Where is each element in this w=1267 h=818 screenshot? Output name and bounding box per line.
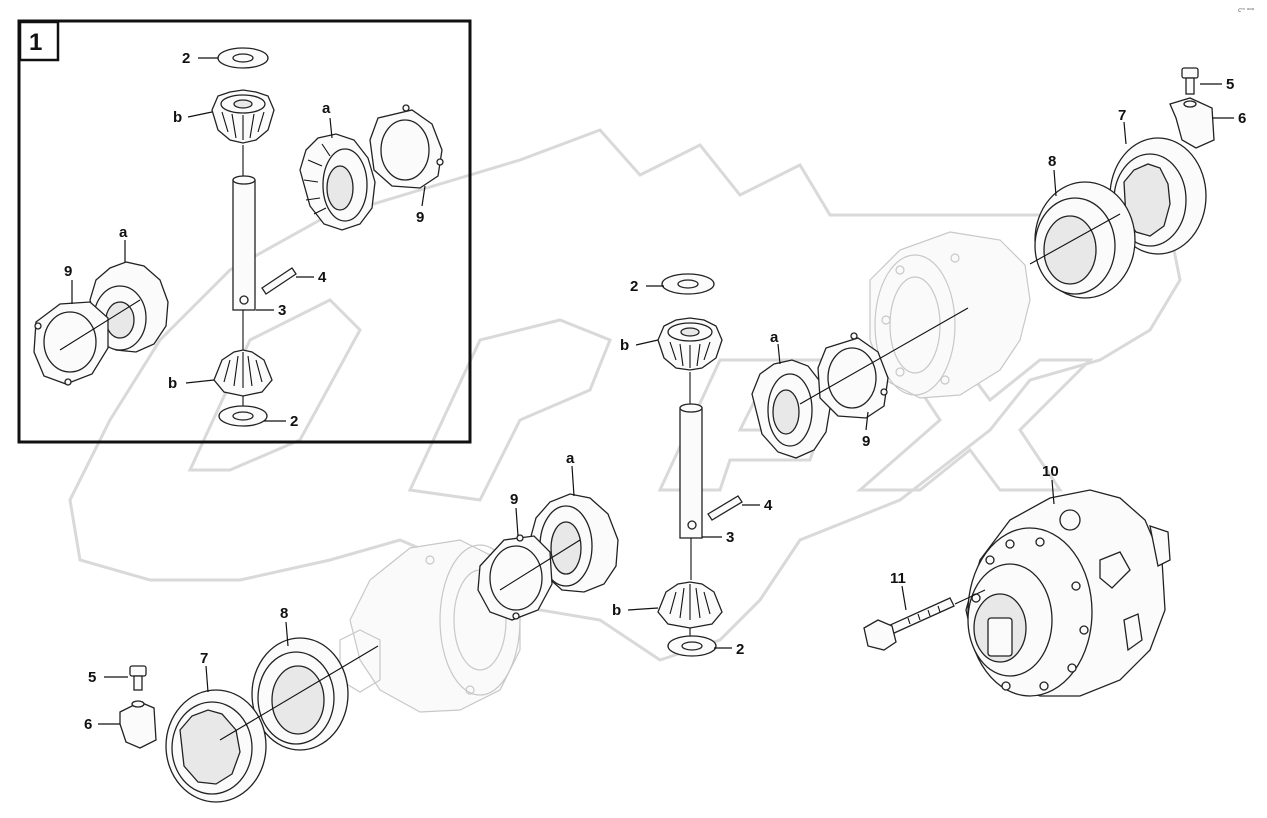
- inset-pinion-gear-bottom: [213, 349, 273, 410]
- adjuster-lock-bolt-left: [129, 665, 147, 691]
- inset-thrust-ring-right: [369, 104, 444, 189]
- callout-mid-b-top: b: [620, 337, 629, 354]
- callout-inset-a-left: a: [119, 224, 128, 241]
- callout-mid-a: a: [770, 329, 779, 346]
- callout-inset-9-left: 9: [64, 263, 72, 280]
- tapered-roller-bearing-right: [1034, 181, 1136, 299]
- callout-inset-9-right: 9: [416, 209, 424, 226]
- callout-inset-b-bottom: b: [168, 375, 177, 392]
- callout-inset-b-top: b: [173, 109, 182, 126]
- tapered-roller-bearing-left: [251, 637, 349, 751]
- inset-lock-pin: [261, 267, 297, 295]
- inset-side-gear-right: [299, 133, 376, 231]
- callout-part-10: 10: [1042, 463, 1059, 480]
- inset-thrust-washer-bottom: [218, 405, 268, 427]
- inset-cross-shaft: [232, 145, 256, 350]
- lock-pin-mid: [707, 495, 743, 521]
- lock-bracket-left: [119, 700, 157, 749]
- callout-inset-4: 4: [318, 269, 327, 286]
- callout-left-8: 8: [280, 605, 288, 622]
- thrust-washer-mid-bottom: [667, 635, 717, 657]
- differential-case: [965, 489, 1171, 697]
- ghost-differential-housing-lower: [339, 539, 521, 713]
- ghost-differential-housing-upper: [869, 231, 1031, 399]
- callout-mid-2-top: 2: [630, 278, 638, 295]
- callout-inset-3: 3: [278, 302, 286, 319]
- callout-left-6: 6: [84, 716, 92, 733]
- callout-mid-9: 9: [862, 433, 870, 450]
- inset-detail-1: 1: [17, 19, 472, 444]
- side-gear-mid-upper: [751, 359, 831, 459]
- callout-mid-3: 3: [726, 529, 734, 546]
- callout-low-a: a: [566, 450, 575, 467]
- thrust-washer-mid-top: [661, 273, 715, 295]
- callout-low-9: 9: [510, 491, 518, 508]
- callout-inset-2-top: 2: [182, 50, 190, 67]
- callout-left-7: 7: [200, 650, 208, 667]
- inset-thrust-washer-top: [217, 47, 269, 69]
- corner-code: cᵐ ᵒᵒᵒ: [1238, 7, 1255, 14]
- adjuster-ring-left: [165, 689, 267, 803]
- callout-right-7: 7: [1118, 107, 1126, 124]
- pinion-gear-mid-top: [657, 317, 723, 371]
- callout-inset-a-right: a: [322, 100, 331, 117]
- adjuster-lock-bolt-right: [1181, 67, 1199, 95]
- thrust-ring-mid-upper: [817, 332, 889, 419]
- lock-bracket-right: [1169, 97, 1215, 149]
- inset-pinion-gear-top: [211, 89, 275, 144]
- cross-shaft-mid: [679, 372, 703, 580]
- side-gear-lower: [529, 493, 619, 593]
- callout-right-5: 5: [1226, 76, 1234, 93]
- callout-right-6: 6: [1238, 110, 1246, 127]
- callout-mid-b-bottom: b: [612, 602, 621, 619]
- callout-part-11: 11: [890, 570, 906, 587]
- inset-frame: [17, 19, 472, 444]
- inset-number: 1: [29, 29, 42, 56]
- callout-mid-2-bottom: 2: [736, 641, 744, 658]
- callout-left-5: 5: [88, 669, 96, 686]
- case-bolt: [863, 597, 955, 651]
- callout-right-8: 8: [1048, 153, 1056, 170]
- inset-number-box: [18, 20, 60, 62]
- thrust-ring-lower: [477, 534, 553, 621]
- callout-mid-4: 4: [764, 497, 773, 514]
- callout-inset-2-bottom: 2: [290, 413, 298, 430]
- pinion-gear-mid-bottom: [657, 581, 723, 640]
